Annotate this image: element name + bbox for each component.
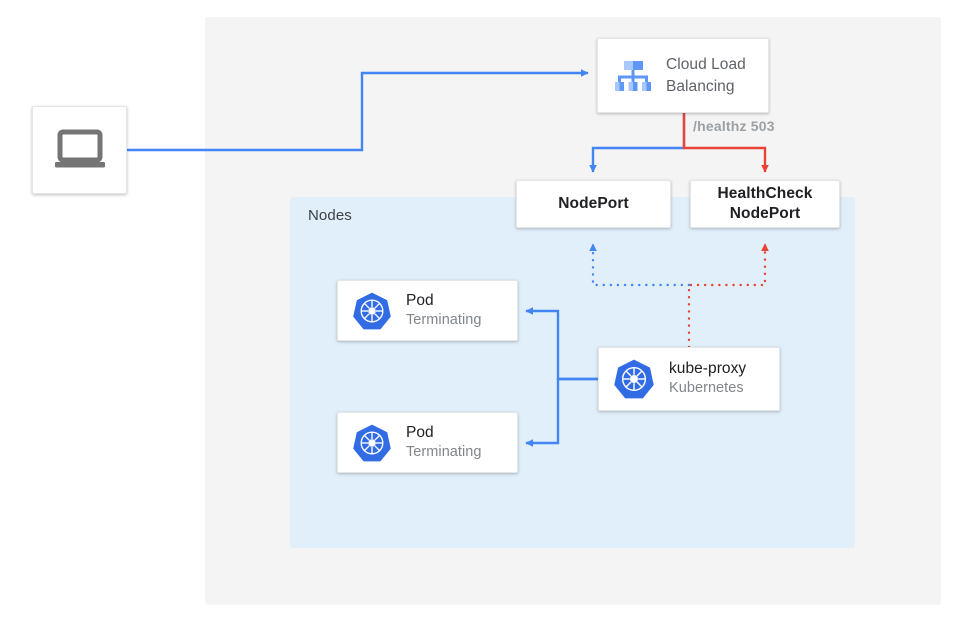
- pod-text: Pod Terminating: [406, 291, 482, 331]
- cloud-load-balancing-label-line1: Cloud Load: [666, 55, 746, 73]
- pod-status: Terminating: [406, 443, 482, 460]
- kubernetes-icon: [352, 423, 392, 463]
- pod-title: Pod: [406, 423, 434, 441]
- pod-title: Pod: [406, 291, 434, 309]
- healthz-edge-label: /healthz 503: [693, 118, 775, 134]
- kube-proxy-subtitle: Kubernetes: [669, 380, 744, 397]
- healthcheck-nodeport-card: HealthCheck NodePort: [690, 180, 840, 228]
- client-card: [32, 106, 127, 194]
- cloud-load-balancing-label: Cloud Load Balancing: [666, 54, 746, 98]
- nodeport-label: NodePort: [558, 195, 629, 213]
- healthcheck-nodeport-label-line1: HealthCheck: [717, 185, 813, 203]
- kube-proxy-title: kube-proxy: [669, 360, 747, 378]
- cloud-load-balancing-icon: [610, 53, 656, 99]
- nodes-group-label: Nodes: [308, 207, 352, 224]
- pod-status: Terminating: [406, 311, 482, 328]
- cloud-load-balancing-card: Cloud Load Balancing: [597, 38, 769, 113]
- pod-card: Pod Terminating: [337, 280, 518, 341]
- pod-card: Pod Terminating: [337, 412, 518, 473]
- kube-proxy-card: kube-proxy Kubernetes: [598, 347, 780, 411]
- kube-proxy-text: kube-proxy Kubernetes: [669, 359, 746, 399]
- cloud-load-balancing-label-line2: Balancing: [666, 77, 735, 95]
- laptop-icon: [54, 128, 106, 172]
- healthcheck-nodeport-label: HealthCheck NodePort: [718, 184, 813, 224]
- kubernetes-icon: [352, 291, 392, 331]
- kubernetes-icon: [613, 358, 655, 400]
- nodeport-card: NodePort: [516, 180, 671, 228]
- pod-text: Pod Terminating: [406, 423, 482, 463]
- healthcheck-nodeport-label-line2: NodePort: [729, 205, 801, 222]
